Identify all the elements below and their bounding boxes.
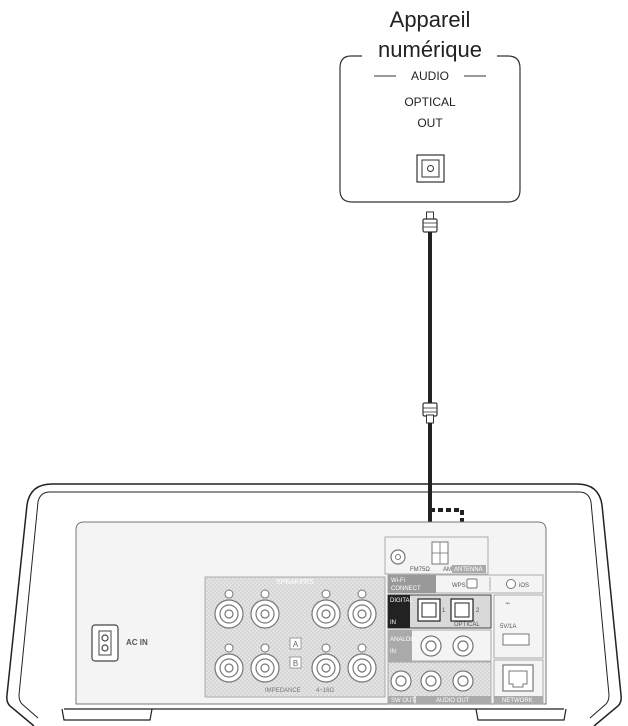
usb-icon: ⌁ [505,599,510,609]
ac-in-label: AC IN [126,638,148,647]
impedance-label: IMPEDANCE [265,688,301,694]
audio-group-label: AUDIO [411,69,449,83]
optical-in-label: OPTICAL [454,622,480,628]
wifi-connect-label-line1: Wi-Fi [391,578,405,584]
receiver: AC IN SPEAKERS A [6,483,622,726]
fm-label: FM75Ω [410,567,430,573]
cable-plug-top [422,211,438,233]
usb-port [502,633,530,646]
audio-out-jacks [420,670,474,692]
optical-in-port-2 [450,598,474,622]
wifi-connect-label-line2: CONNECT [391,586,421,592]
am-label: AM [443,567,452,573]
ios-button [506,579,516,589]
receiver-inner-shell [18,491,610,719]
speaker-b-badge [289,656,302,669]
speakers-block: SPEAKERS A [204,576,386,698]
speaker-polarity-a [224,589,367,599]
speaker-a-badge [289,637,302,650]
antenna-badge [452,565,486,573]
speaker-terminals-a [214,599,377,629]
digital-in-label-line2: IN [390,620,396,626]
audio-out-block: SW OUT AUDIO OUT [387,661,492,705]
sw-out-label: SW OUT [391,698,415,704]
digital-device: Appareil numérique AUDIO OPTICAL OUT [339,7,521,203]
optical-out-label-line2: OUT [417,116,443,130]
impedance-value: 4~16Ω [316,688,335,694]
optical-in-port-1 [417,598,441,622]
device-box [339,55,521,203]
device-title-line2: numérique [378,37,482,62]
network-block: NETWORK [493,659,544,705]
digital-in-block: DIGITAL IN 1 2 OPTICAL [387,594,492,629]
usb-block: ⌁ 5V/1A [493,594,544,659]
optical-out-port [416,154,445,183]
device-title-line1: Appareil [390,7,471,32]
optical-in-2-label: 2 [476,608,480,614]
speaker-polarity-b [224,643,367,653]
digital-in-label-line1: DIGITAL [390,598,414,604]
analog-in-label-line2: IN [390,649,396,655]
optical-in-1-label: 1 [442,608,446,614]
usb-power-label: 5V/1A [500,624,516,630]
ac-in-socket [91,624,119,662]
speakers-label: SPEAKERS [276,579,314,586]
wifi-row: Wi-Fi CONNECT WPS iOS [387,574,544,594]
sw-out-jack [390,670,412,692]
optical-out-label-line1: OPTICAL [404,95,456,109]
antenna-label: ANTENNA [454,567,483,573]
speaker-terminals-b [214,653,377,683]
receiver-foot-left [61,708,153,721]
wps-label: WPS [452,583,466,589]
wps-button [466,578,478,589]
cable-plug-bottom [422,402,438,424]
receiver-foot-right [475,708,567,721]
analog-in-jacks [420,635,474,657]
speaker-b-label: B [293,659,298,668]
receiver-outer-shell [6,483,622,726]
analog-in-label-line1: ANALOG [390,637,415,643]
speaker-a-label: A [293,640,299,649]
antenna-block: FM75Ω AM ANTENNA [384,536,489,575]
network-label: NETWORK [502,698,533,704]
audio-out-label: AUDIO OUT [436,698,470,704]
analog-in-block: ANALOG IN [387,629,492,662]
ios-label: iOS [519,583,529,589]
